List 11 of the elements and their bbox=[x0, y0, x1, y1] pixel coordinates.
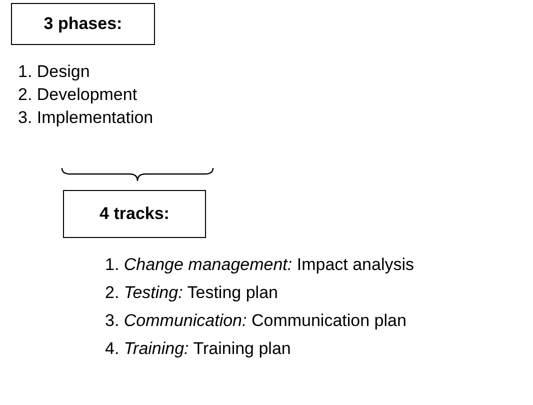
list-item: 3. Implementation bbox=[18, 108, 154, 128]
heading-box bbox=[11, 3, 155, 45]
list-item: 2. Development bbox=[18, 85, 138, 105]
heading-box bbox=[63, 190, 206, 238]
list-item: 1. Change management: Impact analysis bbox=[105, 255, 414, 275]
list-item: 1. Design bbox=[18, 62, 90, 82]
heading-text: 3 phases: bbox=[44, 14, 122, 34]
list-item: 4. Training: Training plan bbox=[105, 339, 291, 359]
list-item: 2. Testing: Testing plan bbox=[105, 283, 278, 303]
heading-text: 4 tracks: bbox=[100, 204, 170, 224]
list-item: 3. Communication: Communication plan bbox=[105, 311, 406, 331]
